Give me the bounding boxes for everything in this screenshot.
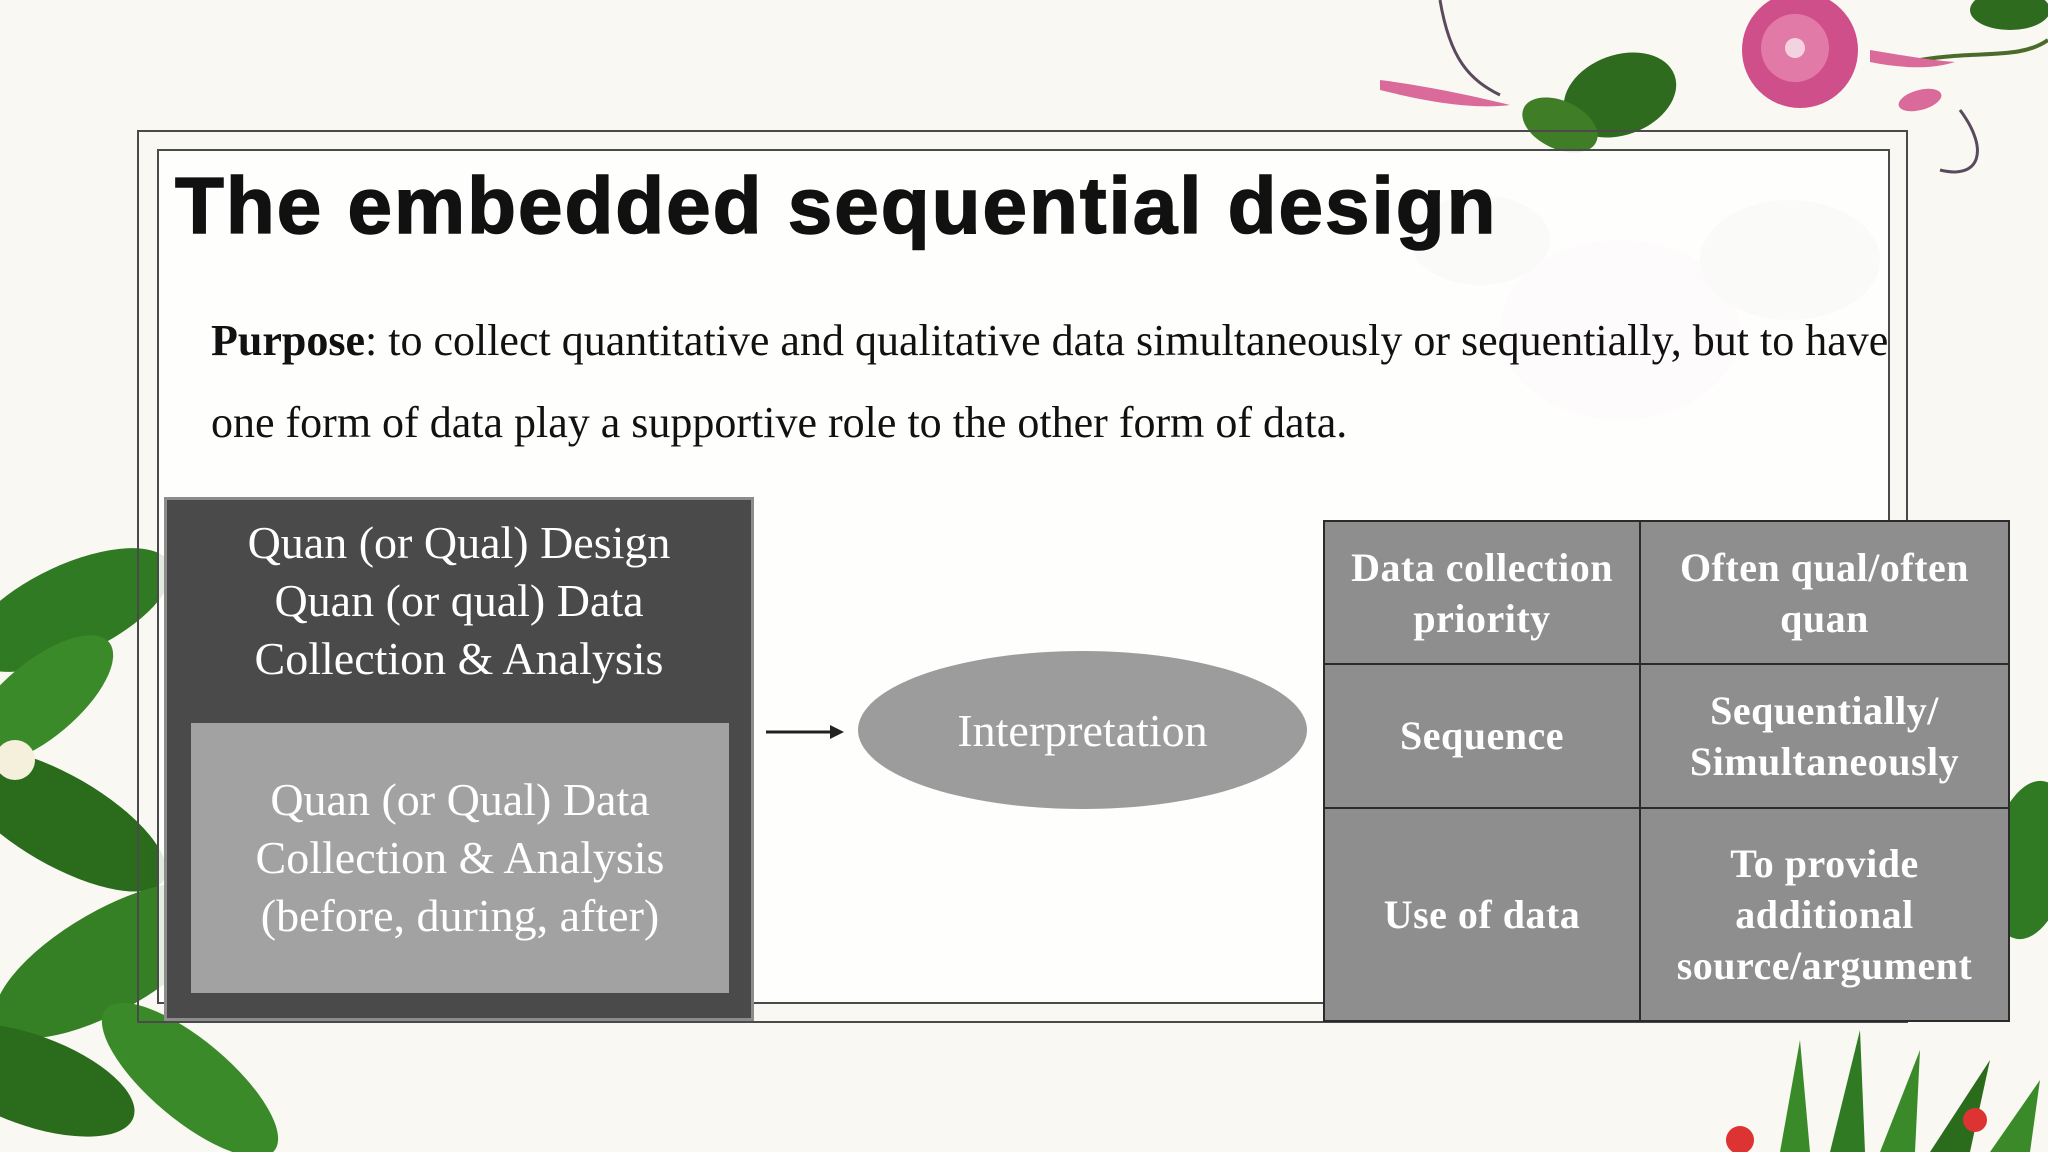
slide-title: The embedded sequential design xyxy=(174,161,1498,250)
table-row: Use of data To provide additional source… xyxy=(1323,806,2010,1022)
interpretation-ellipse: Interpretation xyxy=(858,651,1307,809)
table-row: Sequence Sequentially/ Simultaneously xyxy=(1323,663,2010,809)
table-cell-value: Sequentially/ Simultaneously xyxy=(1639,663,2010,809)
purpose-text: Purpose: to collect quantitative and qua… xyxy=(211,300,1891,464)
design-inner-label: Quan (or Qual) Data Collection & Analysi… xyxy=(256,771,665,945)
purpose-label: Purpose xyxy=(211,316,365,365)
design-outer-label: Quan (or Qual) Design Quan (or qual) Dat… xyxy=(167,514,751,688)
table-cell-label: Use of data xyxy=(1323,806,1641,1022)
design-attributes-table: Data collection priority Often qual/ofte… xyxy=(1323,519,2010,1022)
flow-arrow xyxy=(766,725,844,739)
design-inner-line: Collection & Analysis xyxy=(255,832,665,883)
design-inner-box: Quan (or Qual) Data Collection & Analysi… xyxy=(191,723,729,993)
design-outer-line: Collection & Analysis xyxy=(254,633,664,684)
table-cell-value: Often qual/often quan xyxy=(1639,519,2010,666)
table-cell-value: To provide additional source/argument xyxy=(1639,806,2010,1022)
table-row: Data collection priority Often qual/ofte… xyxy=(1323,519,2010,666)
table-cell-label: Sequence xyxy=(1323,663,1641,809)
purpose-description: : to collect quantitative and qualitativ… xyxy=(211,316,1889,447)
design-inner-line: (before, during, after) xyxy=(260,890,660,941)
left-leaves xyxy=(0,548,279,1152)
design-inner-line: Quan (or Qual) Data xyxy=(270,774,650,825)
design-outer-line: Quan (or Qual) Design xyxy=(247,517,671,568)
interpretation-label: Interpretation xyxy=(957,704,1208,756)
design-outer-line: Quan (or qual) Data xyxy=(274,575,644,626)
bottom-right-leaves xyxy=(1726,780,2048,1152)
table-cell-label: Data collection priority xyxy=(1323,519,1641,666)
